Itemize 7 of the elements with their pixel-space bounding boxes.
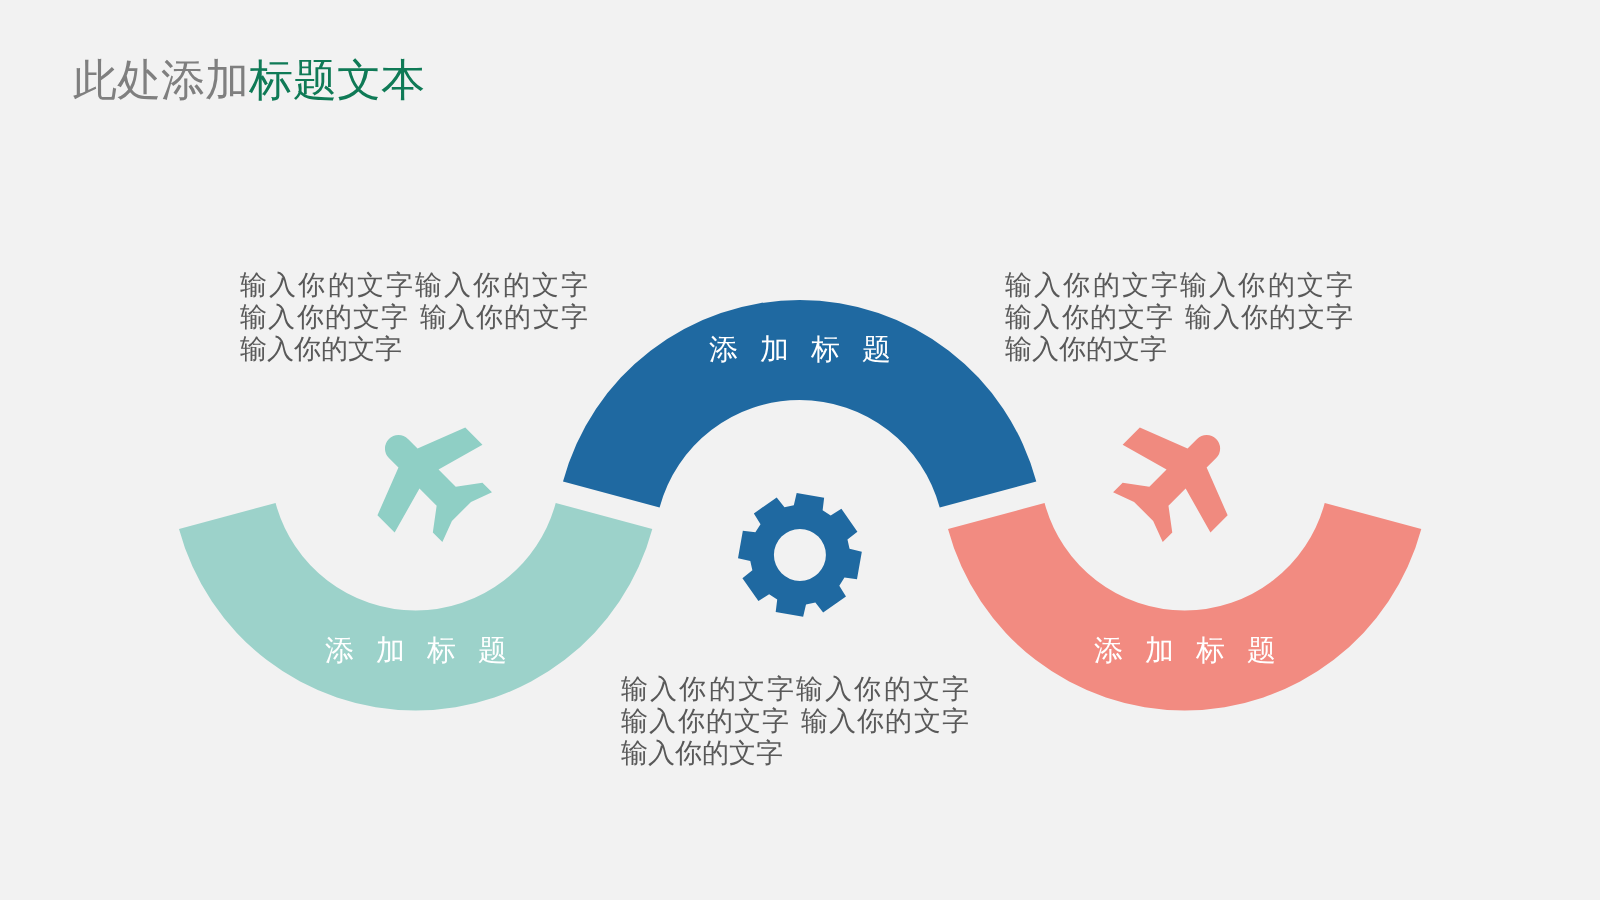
- band-title: 添加标题: [325, 633, 507, 667]
- band-title: 添加标题: [1094, 633, 1276, 667]
- body-text: 输入你的文字输入你的文字输入你的文字 输入你的文字输入你的文字: [621, 673, 969, 769]
- body-text: 输入你的文字输入你的文字输入你的文字 输入你的文字输入你的文字: [1005, 269, 1353, 365]
- band-title: 添加标题: [709, 332, 891, 366]
- body-text: 输入你的文字输入你的文字输入你的文字 输入你的文字输入你的文字: [240, 269, 588, 365]
- title: 此处添加标题文本: [73, 54, 425, 106]
